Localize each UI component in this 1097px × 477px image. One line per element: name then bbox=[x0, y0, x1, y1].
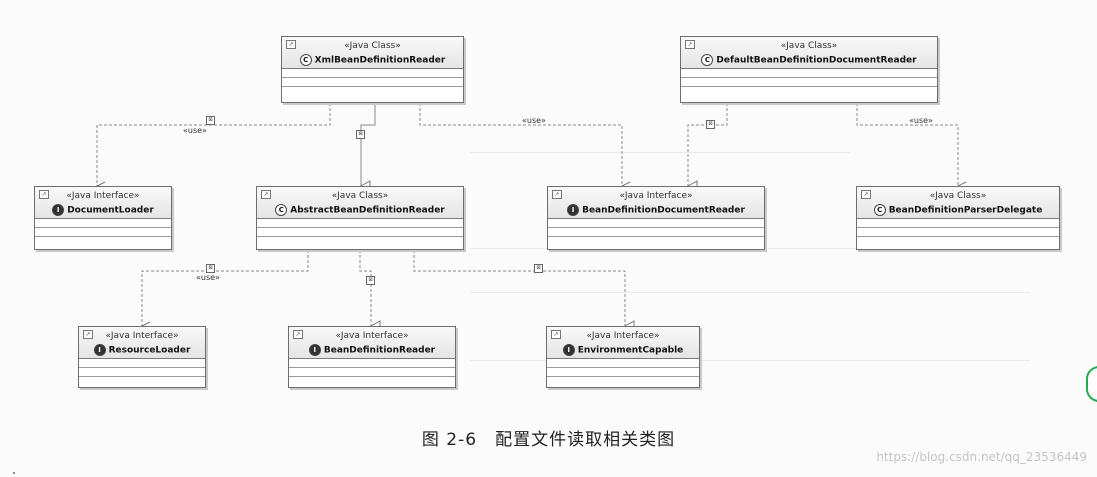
relation-label: «use» bbox=[183, 126, 207, 135]
relation-xml-documentloader bbox=[97, 103, 331, 186]
package-icon: ↗ bbox=[685, 40, 695, 49]
interface-icon: I bbox=[562, 344, 575, 356]
stereotype-label: «Java Class» bbox=[344, 41, 401, 51]
relation-icon: ⊠ bbox=[534, 264, 543, 273]
package-icon: ↗ bbox=[39, 190, 49, 199]
package-icon: ↗ bbox=[83, 330, 93, 339]
relation-xml-documentreader bbox=[419, 103, 622, 186]
package-icon: ↗ bbox=[293, 330, 303, 339]
package-icon: ↗ bbox=[551, 330, 561, 339]
background-line bbox=[470, 292, 1030, 293]
background-line bbox=[470, 360, 1030, 361]
relation-icon: ⊠ bbox=[356, 130, 365, 139]
stereotype-label: «Java Class» bbox=[929, 191, 987, 201]
interface-icon: I bbox=[93, 344, 106, 356]
background-line bbox=[470, 152, 850, 153]
relation-label: «use» bbox=[909, 116, 933, 125]
relation-default-documentreader bbox=[686, 103, 728, 192]
interface-icon: I bbox=[52, 204, 65, 216]
package-icon: ↗ bbox=[286, 40, 296, 49]
interface-icon: I bbox=[567, 204, 580, 216]
stereotype-label: «Java Class» bbox=[331, 191, 389, 201]
stereotype-label: «Java Interface» bbox=[586, 331, 660, 341]
package-icon: ↗ bbox=[261, 190, 271, 199]
relation-xml-abstractreader bbox=[359, 103, 376, 192]
interface-icon: I bbox=[308, 344, 321, 356]
relation-icon: ⊠ bbox=[206, 264, 215, 273]
relation-icon: ⊠ bbox=[206, 116, 215, 125]
relation-label: «use» bbox=[196, 273, 220, 282]
class-icon: C bbox=[873, 204, 886, 216]
relation-label: «use» bbox=[522, 116, 546, 125]
relation-abstract-resourceloader bbox=[142, 250, 309, 326]
stereotype-label: «Java Interface» bbox=[335, 331, 409, 341]
relation-icon: ⊠ bbox=[366, 276, 375, 285]
stereotype-label: «Java Interface» bbox=[105, 331, 179, 341]
package-icon: ↗ bbox=[861, 190, 871, 199]
stereotype-label: «Java Class» bbox=[780, 41, 838, 51]
figure-caption: 图 2-6 配置文件读取相关类图 bbox=[421, 430, 676, 450]
relation-abstract-beandefinitionreader bbox=[359, 250, 381, 332]
watermark-text: https://blog.csdn.net/qq_23536449 bbox=[876, 450, 1087, 464]
class-icon: C bbox=[299, 54, 312, 66]
relation-abstract-environmentcapable bbox=[413, 250, 635, 332]
class-icon: C bbox=[275, 204, 288, 216]
floating-widget[interactable] bbox=[1086, 366, 1097, 402]
scan-dot bbox=[13, 472, 15, 474]
relation-icon: ⊠ bbox=[706, 120, 715, 129]
class-icon: C bbox=[701, 54, 714, 66]
stereotype-label: «Java Interface» bbox=[66, 191, 140, 201]
relation-default-parserdelegate bbox=[856, 103, 958, 186]
stereotype-label: «Java Interface» bbox=[619, 191, 693, 201]
package-icon: ↗ bbox=[552, 190, 562, 199]
